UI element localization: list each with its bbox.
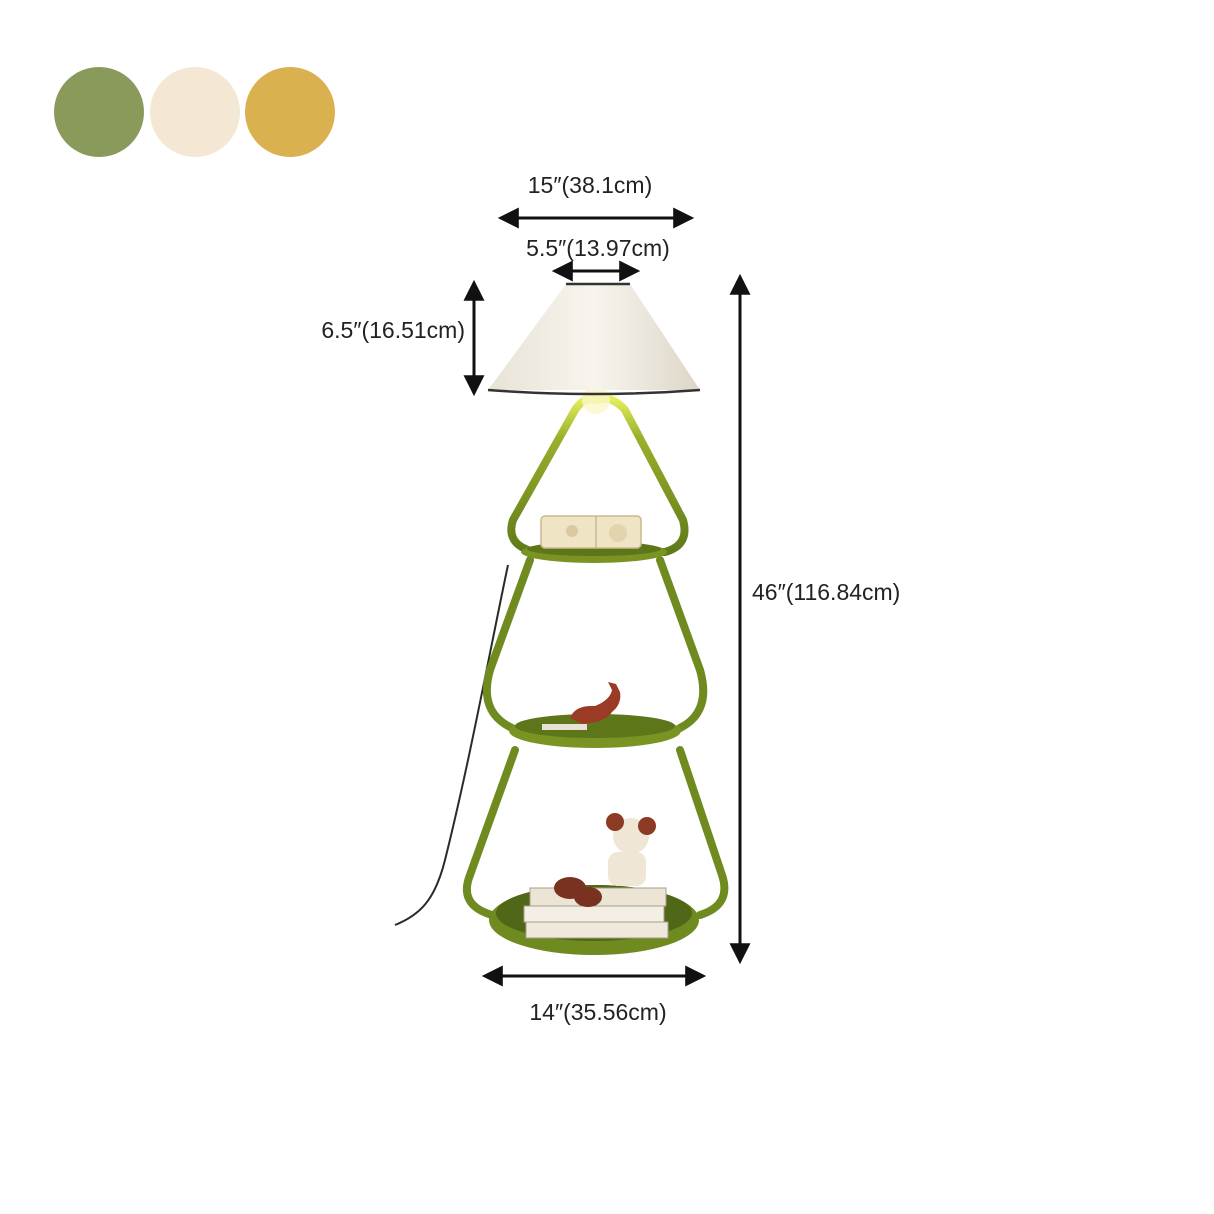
swatch-green[interactable] [54,67,144,157]
dimension-total-height: 46″(116.84cm) [729,273,900,965]
bulb-glow [582,386,610,414]
frame-bottom-loop [462,746,729,919]
lamp-shade [488,284,700,390]
power-cord [394,564,509,926]
deer-figurine [570,682,621,724]
base-width-label: 14″(35.56cm) [529,999,666,1025]
dimension-shade-height: 6.5″(16.51cm) [321,279,485,397]
swatch-gold[interactable] [245,67,335,157]
swatch-cream[interactable] [150,67,240,157]
floor-lamp-image [394,282,729,955]
dimension-base-width: 14″(35.56cm) [481,965,707,1025]
frame-middle-loop [482,556,708,732]
shade-top-width-label: 5.5″(13.97cm) [526,235,670,261]
shade-height-label: 6.5″(16.51cm) [321,317,465,343]
dimension-shade-width: 15″(38.1cm) [497,172,695,229]
bear-figurine [554,813,656,907]
dimension-shade-top-width: 5.5″(13.97cm) [526,235,670,282]
shade-width-label: 15″(38.1cm) [528,172,652,198]
total-height-label: 46″(116.84cm) [752,579,900,605]
